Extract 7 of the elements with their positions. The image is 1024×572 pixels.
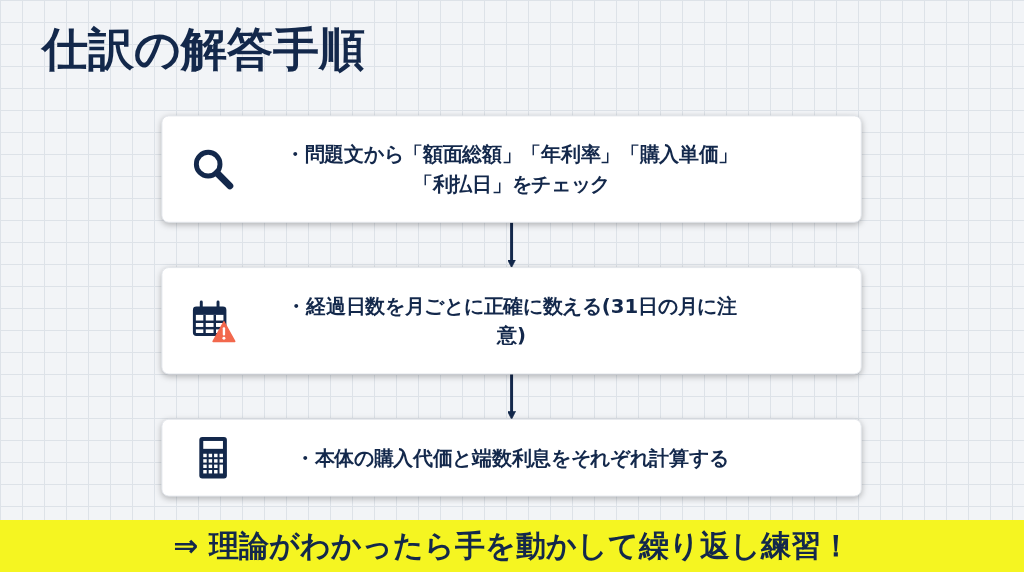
arrow <box>507 373 517 420</box>
arrow <box>507 222 517 268</box>
caption-banner: ⇒ 理論がわかったら手を動かして繰り返し練習！ <box>0 520 1024 572</box>
step-text: ・問題文から「額面総額」「年利率」「購入単価」「利払日」をチェック <box>284 141 740 198</box>
step-text: ・本体の購入代価と端数利息をそれぞれ計算する <box>295 444 729 472</box>
title: 仕訳の解答手順 <box>42 24 365 75</box>
step-text: ・経過日数を月ごとに正確に数える(31日の月に注意) <box>285 293 739 350</box>
